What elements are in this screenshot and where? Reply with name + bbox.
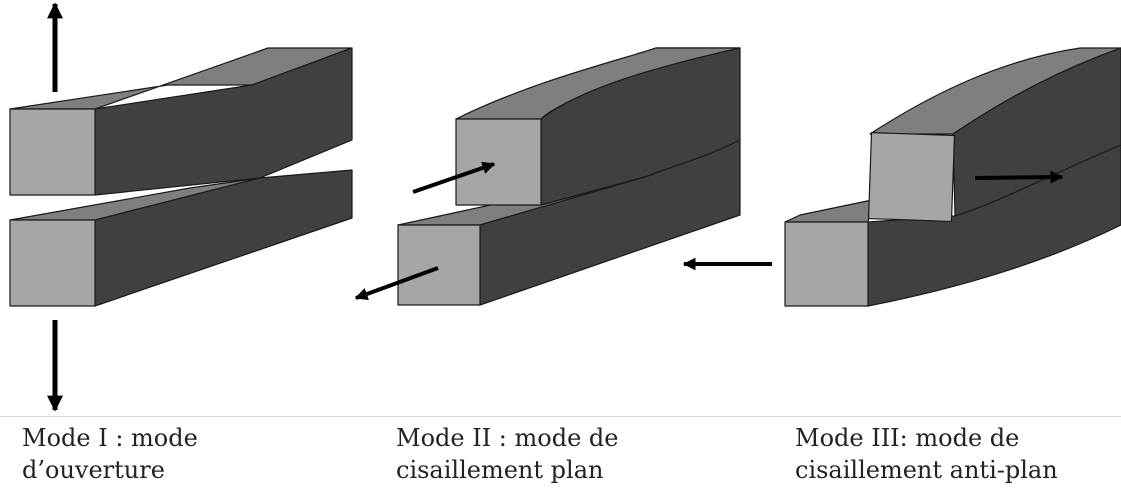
caption-mode-i-line2: d’ouverture <box>22 456 165 484</box>
caption-mode-iii: Mode III: mode de cisaillement anti-plan <box>795 422 1058 486</box>
mode-iii-lower-block <box>784 144 1121 307</box>
mode-ii-diagram <box>354 47 741 306</box>
caption-mode-iii-line2: cisaillement anti-plan <box>795 456 1058 484</box>
mode-ii-upper-block <box>455 47 741 206</box>
arrow-tearing-right-icon <box>974 170 1064 184</box>
arrow-shear-forward-icon <box>412 161 496 194</box>
caption-mode-ii: Mode II : mode de cisaillement plan <box>396 422 619 486</box>
caption-mode-i-line1: Mode I : mode <box>22 424 198 452</box>
caption-mode-i: Mode I : mode d’ouverture <box>22 422 198 486</box>
caption-mode-ii-line1: Mode II : mode de <box>396 424 619 452</box>
mode-iii-diagram <box>682 47 1121 307</box>
fracture-modes-figure <box>9 2 1121 412</box>
arrow-shear-backward-icon <box>354 266 439 301</box>
caption-mode-ii-line2: cisaillement plan <box>396 456 604 484</box>
mode-i-diagram <box>9 2 353 412</box>
caption-divider <box>0 416 1121 417</box>
mode-iii-upper-block <box>867 47 1121 223</box>
caption-mode-iii-line1: Mode III: mode de <box>795 424 1020 452</box>
mode-i-lower-block <box>9 169 353 307</box>
mode-i-upper-block <box>9 47 353 196</box>
